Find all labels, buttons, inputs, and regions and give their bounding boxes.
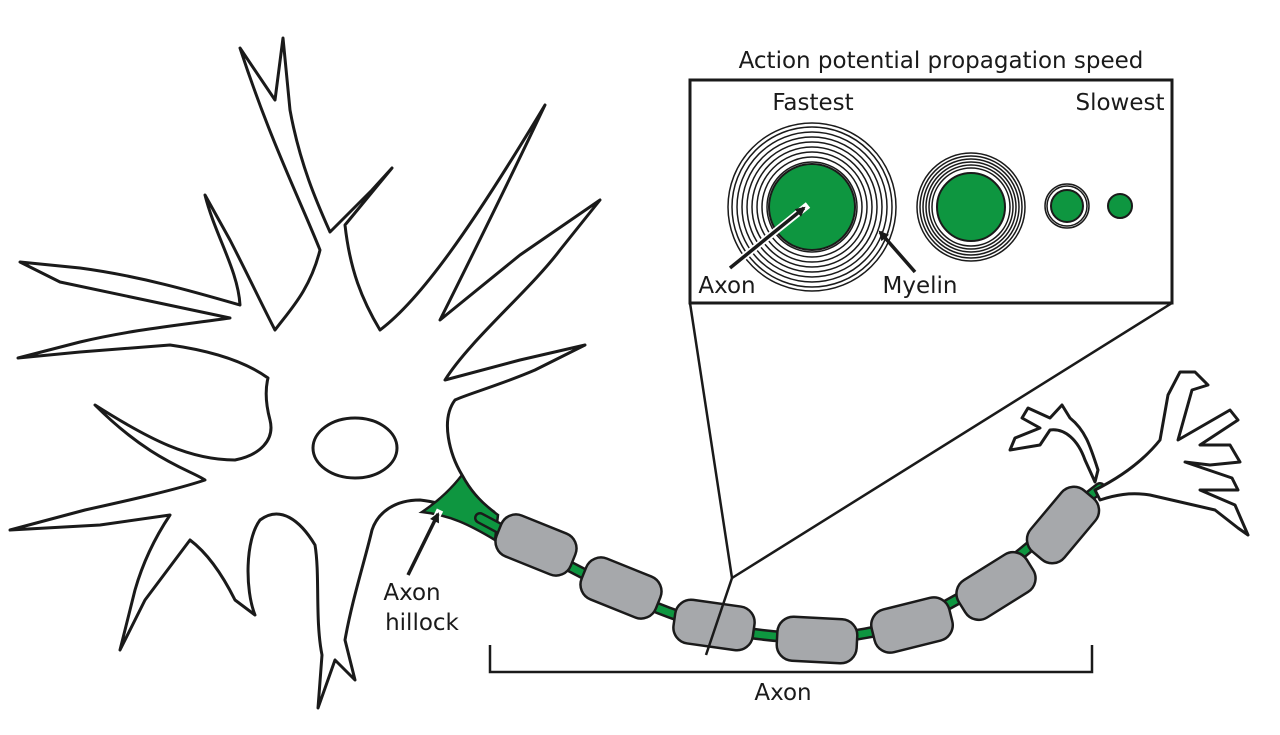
inset-myelin-label: Myelin xyxy=(883,273,958,299)
nucleus xyxy=(311,416,399,480)
axon-core-small xyxy=(1050,189,1084,223)
cross-section-small xyxy=(1044,183,1090,229)
myelin-segment xyxy=(1025,485,1101,565)
myelin-segment xyxy=(955,550,1037,622)
myelin-segment xyxy=(672,598,756,652)
slowest-label: Slowest xyxy=(1075,90,1164,116)
cross-section-slowest xyxy=(1107,193,1133,219)
axon-terminals xyxy=(1008,370,1250,537)
fastest-label: Fastest xyxy=(772,90,853,116)
cross-section-fastest xyxy=(727,122,897,292)
myelin-sheath xyxy=(494,485,1101,665)
soma-outline xyxy=(8,36,602,710)
axon-bracket-label: Axon xyxy=(754,680,811,706)
myelin-pointer-arrow xyxy=(878,230,917,274)
myelin-segment xyxy=(579,556,663,620)
hillock-label-line1: Axon xyxy=(383,580,440,606)
myelin-segment xyxy=(775,615,859,665)
myelin-segment xyxy=(870,596,954,654)
inset-title: Action potential propagation speed xyxy=(739,48,1144,74)
inset-axon-label: Axon xyxy=(698,273,755,299)
cross-section-medium xyxy=(916,152,1026,262)
myelin-segment xyxy=(494,513,578,577)
hillock-pointer-arrow xyxy=(406,512,440,576)
axon-core-medium xyxy=(936,172,1006,242)
cell-body xyxy=(8,36,602,710)
axon-core-large xyxy=(768,163,856,251)
axon-pointer-arrow xyxy=(728,206,806,270)
hillock-label-line2: hillock xyxy=(385,610,459,636)
zoom-lines xyxy=(688,301,1173,656)
axon-bracket xyxy=(488,645,1094,674)
